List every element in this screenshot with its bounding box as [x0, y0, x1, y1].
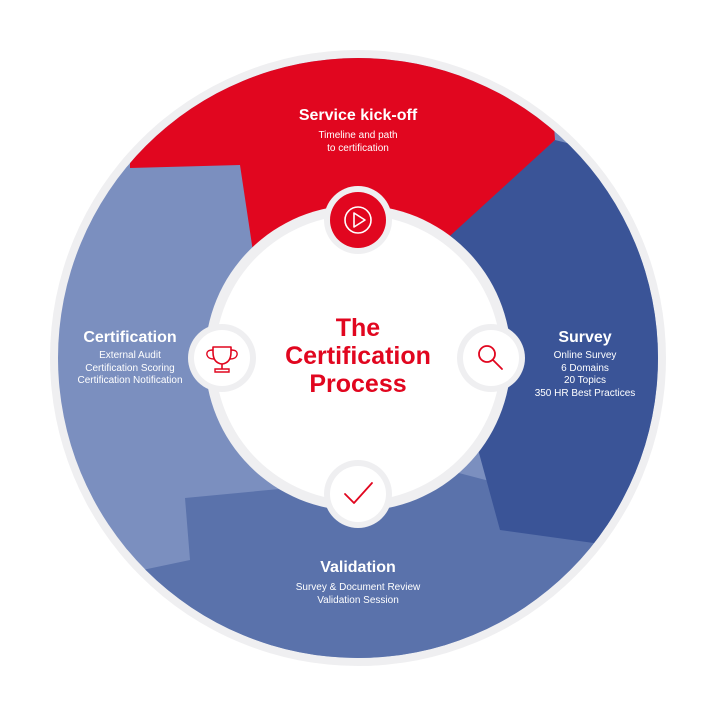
- stage-validation: Validation Survey & Document Review Vali…: [238, 558, 478, 607]
- checkmark-icon: [324, 460, 392, 528]
- stage-detail: 6 Domains: [561, 362, 609, 374]
- title-line: Process: [309, 370, 407, 398]
- stage-title: Service kick-off: [298, 107, 418, 124]
- stage-detail: Timeline and path: [318, 130, 398, 141]
- stage-detail: Certification Notification: [77, 375, 183, 386]
- center-disc: [215, 215, 501, 501]
- search-icon: [457, 324, 525, 392]
- stage-detail: Survey & Document Review: [295, 582, 421, 593]
- stage-certification: Certification External Audit Certificati…: [60, 328, 200, 388]
- stage-detail: Validation Session: [317, 594, 399, 606]
- stage-detail: to certification: [327, 142, 389, 154]
- stage-survey: Survey Online Survey 6 Domains 20 Topics…: [520, 328, 650, 400]
- stage-title: Certification: [83, 329, 177, 346]
- play-icon: [324, 186, 392, 254]
- stage-title: Validation: [320, 559, 396, 576]
- stage-title: Survey: [558, 329, 612, 346]
- title-line: Certification: [285, 342, 431, 370]
- stage-kickoff: Service kick-off Timeline and path to ce…: [258, 106, 458, 155]
- stage-detail: Online Survey: [553, 350, 617, 361]
- stage-detail: 350 HR Best Practices: [534, 387, 636, 399]
- trophy-icon: [188, 324, 256, 392]
- diagram-title: The Certification Process: [258, 314, 458, 398]
- title-line: The: [335, 314, 381, 342]
- stage-detail: 20 Topics: [563, 375, 607, 386]
- stage-detail: Certification Scoring: [85, 362, 175, 374]
- stage-detail: External Audit: [99, 350, 161, 361]
